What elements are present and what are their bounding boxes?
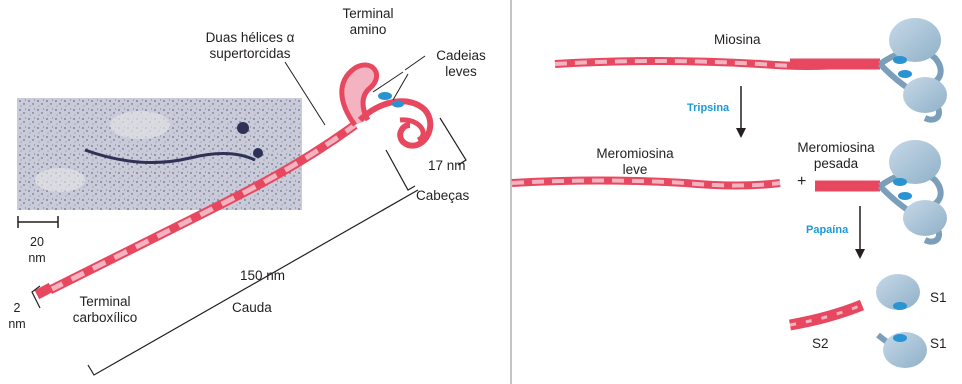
electron-micrograph (17, 98, 302, 210)
heads-label: Cabeças (416, 188, 469, 204)
s2-label: S2 (812, 336, 829, 352)
s2-fragment (790, 305, 862, 325)
light-chain-leader-3 (405, 56, 425, 70)
heavy-meromyosin-label: Meromiosina pesada (780, 140, 892, 172)
light-chains-label: Cadeias leves (428, 48, 494, 80)
amino-terminal-label: Terminal amino (330, 6, 406, 38)
light-chain-leader-2 (393, 74, 408, 100)
trypsin-label: Tripsina (687, 100, 729, 116)
s1-top-label: S1 (930, 290, 947, 306)
light-meromyosin-label: Meromiosina leve (580, 146, 690, 178)
papain-arrow (855, 206, 865, 259)
tail-length-label: 150 nm (240, 268, 285, 284)
myosin-heads (342, 65, 430, 146)
tail-label: Cauda (232, 300, 272, 316)
light-meromyosin (512, 181, 780, 186)
papain-label: Papaína (806, 222, 848, 238)
s1-fragment-bottom (878, 332, 927, 368)
s1-fragment-top (876, 274, 920, 310)
trypsin-arrow (736, 86, 746, 138)
carboxyl-terminal-label: Terminal carboxílico (60, 294, 150, 326)
myosin-label: Miosina (714, 32, 761, 48)
two-helices-label: Duas hélices α supertorcidas (185, 30, 315, 62)
scale-bar (18, 216, 58, 228)
scale-bar-label: 20 nm (22, 234, 52, 266)
plus-sign: + (797, 174, 806, 190)
heads-length-label: 17 nm (428, 158, 466, 174)
heads-bracket (386, 150, 415, 190)
s1-bottom-label: S1 (930, 336, 947, 352)
tail-width-label: 2 nm (6, 300, 28, 332)
